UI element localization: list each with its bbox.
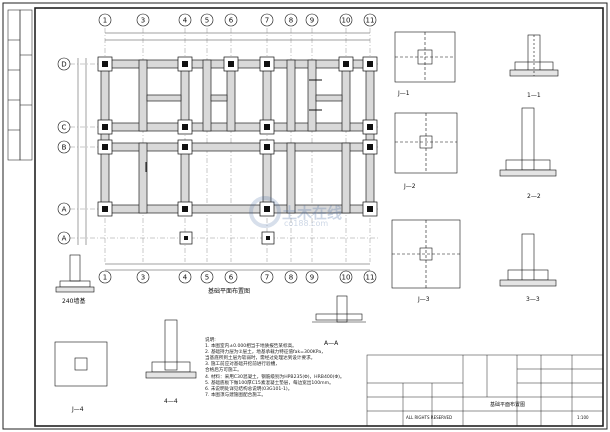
axis-label-left: B xyxy=(62,144,67,152)
title-block-drawing-name: 基础平面布置图 xyxy=(490,402,526,408)
caption-j1: J—1 xyxy=(398,90,410,97)
design-notes: 说明:1. 本图室内±0.000相当于地质报告某标高。2. 基础持力层为②层土，… xyxy=(205,338,360,399)
caption-j3: J—3 xyxy=(418,296,430,303)
detail-j3-plan xyxy=(391,219,461,289)
axis-label-bottom: 6 xyxy=(229,274,234,282)
caption-wall-base: 240墙基 xyxy=(62,298,86,305)
title-block-scale: 1:100 xyxy=(577,415,589,420)
note-line: 7. 本图须与建施图配合施工。 xyxy=(205,392,266,398)
title-block-rights: ALL RIGHTS RESERVED xyxy=(406,415,453,420)
axis-label-left: D xyxy=(61,61,66,69)
axis-label-top: 4 xyxy=(183,17,188,25)
note-line: 1. 本图室内±0.000相当于地质报告某标高。 xyxy=(205,344,297,350)
caption-a-a: A—A xyxy=(324,340,339,347)
detail-j1-plan xyxy=(394,31,456,83)
watermark-logo xyxy=(249,196,281,228)
axis-label-bottom: 10 xyxy=(342,274,351,282)
axis-label-top: 3 xyxy=(141,17,145,25)
axis-label-bottom: 4 xyxy=(183,274,188,282)
axis-label-bottom: 8 xyxy=(289,274,293,282)
detail-wall-base xyxy=(55,254,95,293)
watermark-url: co188.com xyxy=(284,219,329,228)
inner-frame xyxy=(34,7,604,427)
caption-4-4: 4—4 xyxy=(164,398,178,405)
binding-strip xyxy=(7,9,33,161)
axis-label-left: A xyxy=(62,206,67,214)
detail-j4-plan xyxy=(54,341,108,387)
axis-label-bottom: 11 xyxy=(366,274,375,282)
caption-2-2: 2—2 xyxy=(527,193,541,200)
note-line: 当基底所到土层为软弱时，需经过处理达到设计要求。 xyxy=(205,356,316,362)
axis-label-top: 11 xyxy=(366,17,375,25)
detail-a-a-section xyxy=(312,295,366,323)
caption-j4: J—4 xyxy=(72,406,84,413)
detail-j2-plan xyxy=(394,112,458,174)
axis-label-bottom: 1 xyxy=(103,274,107,282)
axis-label-top: 7 xyxy=(265,17,269,25)
caption-3-3: 3—3 xyxy=(526,296,540,303)
axis-label-top: 10 xyxy=(342,17,351,25)
plan-title: 基础平面布置图 xyxy=(208,288,251,295)
axis-label-top: 5 xyxy=(205,17,209,25)
watermark-text: 土木在线 xyxy=(282,204,343,222)
title-block xyxy=(366,354,604,427)
detail-1-1-section xyxy=(509,34,559,77)
detail-4-4-section xyxy=(145,319,197,379)
axis-label-bottom: 9 xyxy=(310,274,314,282)
caption-j2: J—2 xyxy=(404,183,416,190)
detail-2-2-section xyxy=(499,107,557,177)
note-line: 2. 基础持力层为②层土，地基承载力特征值fak=300KPa， xyxy=(205,350,326,356)
note-line: 说明: xyxy=(205,338,216,343)
axis-label-top: 9 xyxy=(310,17,314,25)
axis-label-left: C xyxy=(62,124,67,132)
note-line: 合格后方可施工。 xyxy=(205,368,242,374)
note-line: 4. 材料：采用C30混凝土，钢筋级别为HPB235(Φ)，HRB400(Φ)。 xyxy=(205,374,345,380)
axis-label-top: 8 xyxy=(289,17,293,25)
note-line: 3. 施工前应对基础开挖前进行验槽， xyxy=(205,362,280,368)
note-line: 5. 基础底板下做100厚C15素混凝土垫层，每边宽出100mm。 xyxy=(205,380,334,386)
detail-3-3-section xyxy=(499,233,557,287)
axis-label-bottom: 5 xyxy=(205,274,209,282)
axis-label-bottom: 3 xyxy=(141,274,145,282)
axis-label-top: 1 xyxy=(103,17,107,25)
caption-1-1: 1—1 xyxy=(527,92,541,99)
axis-label-top: 6 xyxy=(229,17,234,25)
axis-label-left: A xyxy=(62,235,67,243)
note-line: 6. 未说明处详见结构总说明(03G101-1)。 xyxy=(205,386,293,392)
axis-label-bottom: 7 xyxy=(265,274,269,282)
